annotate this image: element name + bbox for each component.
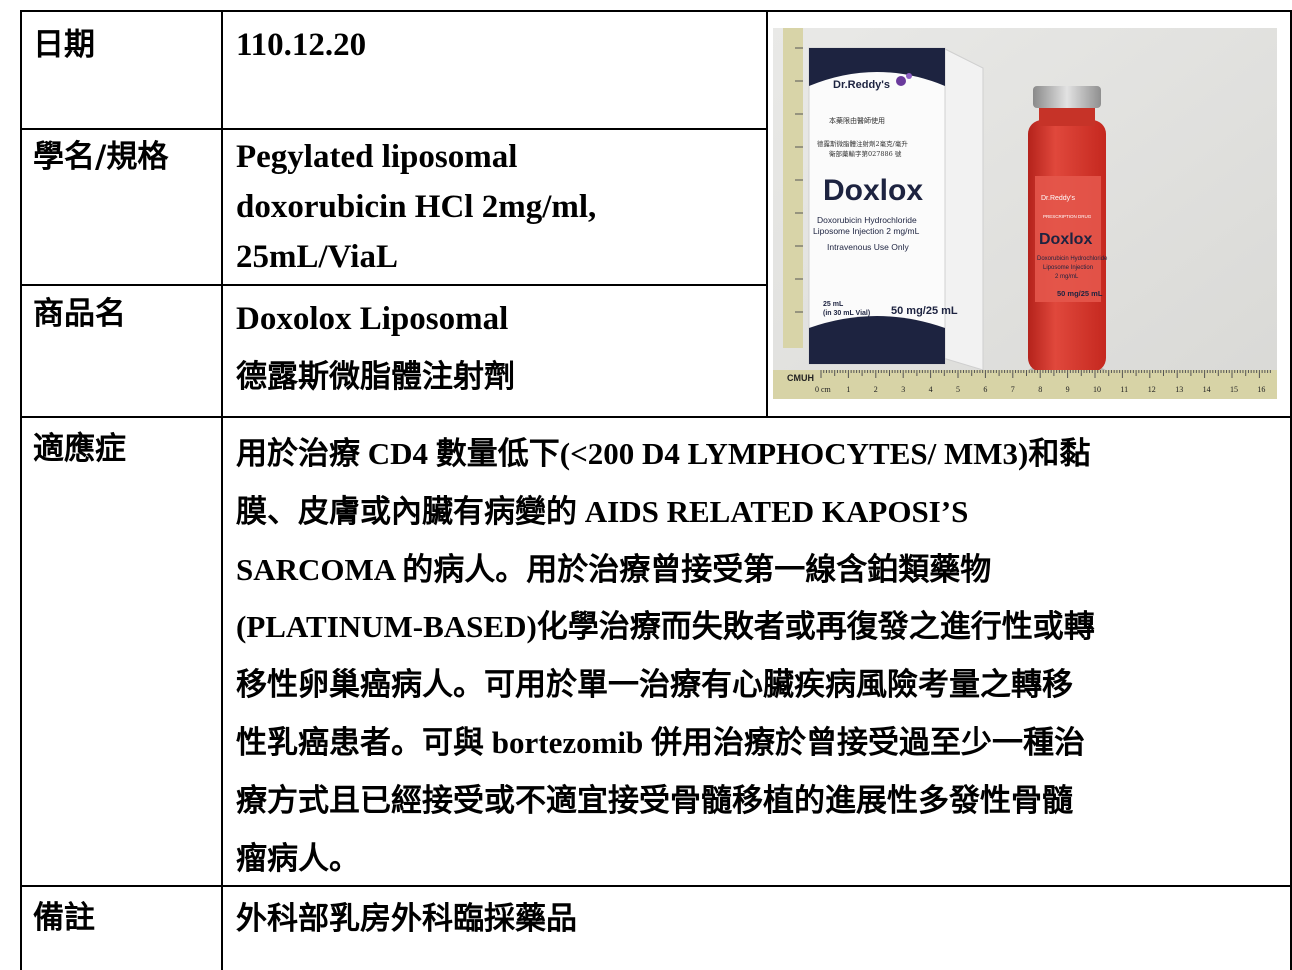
brand-line: 德露斯微脂體注射劑 (236, 359, 515, 395)
vial-desc1: Doxorubicin Hydrochloride (1037, 256, 1108, 262)
ruler-number: 1 (846, 385, 850, 394)
remarks-label: 備註 (33, 900, 95, 936)
ruler-number: 8 (1038, 385, 1042, 394)
ruler-number: 9 (1066, 385, 1070, 394)
indication-line: 膜、皮膚或內臟有病變的 AIDS RELATED KAPOSI’S (236, 493, 969, 529)
vial-tag: PRESCRIPTION DRUG (1043, 214, 1092, 219)
box-brand: Dr.Reddy's (833, 79, 890, 91)
box-strength: 50 mg/25 mL (891, 305, 958, 317)
indication-line: 用於治療 CD4 數量低下(<200 D4 LYMPHOCYTES/ MM3)和… (236, 436, 1091, 471)
ruler-number: 14 (1203, 385, 1211, 394)
indication-line: 瘤病人。 (236, 840, 360, 876)
indication-value: 用於治療 CD4 數量低下(<200 D4 LYMPHOCYTES/ MM3)和… (236, 425, 1095, 887)
generic-line: 25mL/ViaL (236, 239, 398, 275)
ruler-number: 2 (874, 385, 878, 394)
indication-line: 療方式且已經接受或不適宜接受骨髓移植的進展性多發性骨髓 (236, 782, 1073, 818)
brand-line: Doxolox Liposomal (236, 301, 509, 337)
vial-brand: Dr.Reddy's (1041, 195, 1076, 202)
vial-product-name: Doxlox (1039, 231, 1092, 248)
indication-line: 性乳癌患者。可與 bortezomib 併用治療於曾接受過至少一種治 (236, 724, 1086, 760)
ruler-mark: CMUH (787, 373, 814, 383)
indication-line: 移性卵巢癌病人。可用於單一治療有心臟疾病風險考量之轉移 (236, 667, 1073, 703)
ruler-number: 5 (956, 385, 960, 394)
box-desc2: Liposome Injection 2 mg/mL (813, 226, 920, 236)
date-value: 110.12.20 (236, 27, 367, 63)
box-rx-line: 本藥限由醫師使用 (829, 116, 885, 125)
ruler-number: 16 (1257, 385, 1265, 394)
ruler-number: 15 (1230, 385, 1238, 394)
generic-line: doxorubicin HCl 2mg/ml, (236, 189, 597, 225)
ruler-number: 12 (1148, 385, 1156, 394)
box-cn-line1: 德露斯微脂體注射劑2毫克/毫升 (817, 139, 908, 148)
vial-strength: 50 mg/25 mL (1057, 289, 1103, 298)
ruler-number: 0 cm (815, 385, 832, 394)
indication-line: SARCOMA 的病人。用於治療曾接受第一線含鉑類藥物 (236, 551, 992, 587)
generic-line: Pegylated liposomal (236, 139, 518, 175)
ruler-number: 13 (1175, 385, 1183, 394)
ruler-number: 6 (983, 385, 987, 394)
ruler-number: 4 (929, 385, 933, 394)
vial-desc2: Liposome Injection (1043, 265, 1093, 271)
box-cn-line2: 衛部藥輸字第027886 號 (829, 149, 902, 158)
box-volume: 25 mL (823, 301, 844, 308)
ruler-number: 11 (1120, 385, 1128, 394)
generic-name-value: Pegylated liposomal doxorubicin HCl 2mg/… (236, 132, 596, 282)
box-product-name: Doxlox (823, 174, 923, 207)
generic-name-label: 學名/規格 (33, 139, 169, 175)
box-desc1: Doxorubicin Hydrochloride (817, 215, 917, 225)
box-vial-size: (in 30 mL Vial) (823, 310, 870, 317)
vial-desc3: 2 mg/mL (1055, 274, 1079, 280)
brand-name-value: Doxolox Liposomal 德露斯微脂體注射劑 (236, 290, 515, 406)
ruler-number: 3 (901, 385, 905, 394)
date-label: 日期 (33, 27, 95, 63)
remarks-value: 外科部乳房外科臨採藥品 (236, 901, 577, 937)
indication-line: (PLATINUM-BASED)化學治療而失敗者或再復發之進行性或轉 (236, 609, 1095, 645)
box-desc3: Intravenous Use Only (827, 242, 909, 252)
brand-name-label: 商品名 (33, 296, 126, 332)
ruler-number: 10 (1093, 385, 1101, 394)
ruler-number: 7 (1011, 385, 1015, 394)
product-photo-illustration: Dr.Reddy's 本藥限由醫師使用 德露斯微脂體注射劑2毫克/毫升 衛部藥輸… (773, 28, 1277, 399)
product-photo: Dr.Reddy's 本藥限由醫師使用 德露斯微脂體注射劑2毫克/毫升 衛部藥輸… (773, 28, 1277, 399)
indication-label: 適應症 (33, 431, 126, 467)
